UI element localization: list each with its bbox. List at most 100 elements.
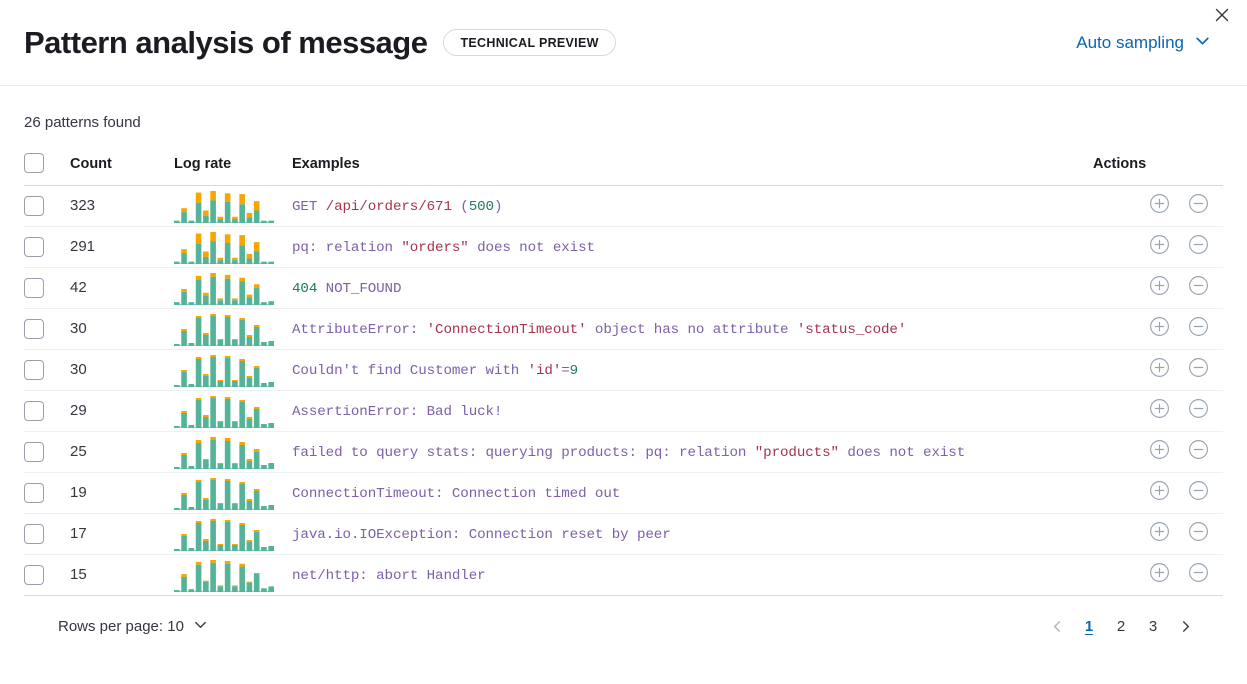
sampling-selector[interactable]: Auto sampling [1076,32,1223,54]
row-select-cell [24,308,70,350]
rows-per-page-selector[interactable]: Rows per page: 10 [58,617,208,636]
panel-header: Pattern analysis of message TECHNICAL PR… [0,0,1247,86]
plus-circle-icon[interactable] [1149,316,1170,342]
row-select-cell [24,513,70,555]
table-row[interactable]: 15 net/http: abort Handler [24,554,1223,596]
example-token: AttributeError: [292,322,427,338]
log-rate-sparkline [174,435,292,469]
actions-cell [1093,431,1223,473]
example-token: "products" [754,445,839,461]
actions-cell [1093,349,1223,391]
row-select-cell [24,267,70,309]
minus-circle-icon[interactable] [1188,562,1209,588]
example-token: object has no attribute [586,322,797,338]
chevron-right-icon[interactable] [1171,612,1199,640]
row-checkbox[interactable] [24,360,44,380]
minus-circle-icon[interactable] [1188,480,1209,506]
example-token: GET [292,199,326,215]
plus-circle-icon[interactable] [1149,562,1170,588]
count-cell: 29 [70,390,174,432]
patterns-found-count: 26 patterns found [24,114,141,131]
chevron-down-icon [1194,32,1211,54]
example-cell: 404 NOT_FOUND [292,267,1093,309]
column-header-count: Count [70,153,174,186]
pagination-page-3[interactable]: 3 [1148,617,1158,635]
table-row[interactable]: 323 GET /api/orders/671 (500) [24,185,1223,227]
chevron-left-icon[interactable] [1043,612,1071,640]
minus-circle-icon[interactable] [1188,521,1209,547]
row-select-cell [24,554,70,596]
count-value: 29 [70,402,87,419]
example-cell: net/http: abort Handler [292,554,1093,596]
row-checkbox[interactable] [24,237,44,257]
pagination-page-1[interactable]: 1 [1084,617,1094,635]
count-cell: 17 [70,513,174,555]
column-header-actions: Actions [1093,153,1223,186]
minus-circle-icon[interactable] [1188,275,1209,301]
example-cell: failed to query stats: querying products… [292,431,1093,473]
table-header-row: Count Log rate Examples Actions [24,153,1223,186]
example-text: failed to query stats: querying products… [292,445,965,461]
close-icon[interactable] [1209,2,1235,28]
log-rate-sparkline [174,476,292,510]
example-cell: Couldn't find Customer with 'id'=9 [292,349,1093,391]
pagination-page-2[interactable]: 2 [1116,617,1126,635]
log-rate-cell [174,554,292,596]
row-checkbox[interactable] [24,196,44,216]
minus-circle-icon[interactable] [1188,316,1209,342]
table-row[interactable]: 29 AssertionError: Bad luck! [24,390,1223,432]
plus-circle-icon[interactable] [1149,275,1170,301]
minus-circle-icon[interactable] [1188,193,1209,219]
plus-circle-icon[interactable] [1149,480,1170,506]
row-checkbox[interactable] [24,401,44,421]
page-title: Pattern analysis of message [24,24,428,60]
plus-circle-icon[interactable] [1149,439,1170,465]
plus-circle-icon[interactable] [1149,234,1170,260]
count-value: 25 [70,443,87,460]
row-checkbox[interactable] [24,319,44,339]
sampling-label: Auto sampling [1076,32,1184,52]
plus-circle-icon[interactable] [1149,521,1170,547]
plus-circle-icon[interactable] [1149,193,1170,219]
count-cell: 323 [70,185,174,227]
row-select-cell [24,226,70,268]
minus-circle-icon[interactable] [1188,439,1209,465]
minus-circle-icon[interactable] [1188,398,1209,424]
example-token: 'status_code' [796,322,907,338]
patterns-table: Count Log rate Examples Actions 323 GET /… [24,153,1223,596]
example-token: 'id' [527,363,562,379]
example-token: does not exist [838,445,966,461]
minus-circle-icon[interactable] [1188,234,1209,260]
example-token: pq: relation [292,240,402,256]
row-checkbox[interactable] [24,278,44,298]
column-header-log-rate: Log rate [174,153,292,186]
count-cell: 42 [70,267,174,309]
example-token: "orders" [401,240,469,256]
plus-circle-icon[interactable] [1149,357,1170,383]
actions-cell [1093,390,1223,432]
row-select-cell [24,185,70,227]
count-value: 15 [70,566,87,583]
example-token: failed to query stats: querying products… [292,445,755,461]
plus-circle-icon[interactable] [1149,398,1170,424]
example-cell: AssertionError: Bad luck! [292,390,1093,432]
table-row[interactable]: 42 404 NOT_FOUND [24,267,1223,309]
select-all-checkbox[interactable] [24,153,44,173]
table-row[interactable]: 25 failed to query stats: querying produc… [24,431,1223,473]
log-rate-sparkline [174,517,292,551]
minus-circle-icon[interactable] [1188,357,1209,383]
rows-per-page-label: Rows per page: 10 [58,617,184,635]
log-rate-sparkline [174,189,292,223]
row-checkbox[interactable] [24,442,44,462]
example-cell: GET /api/orders/671 (500) [292,185,1093,227]
example-token: ( [451,199,469,215]
row-checkbox[interactable] [24,524,44,544]
row-checkbox[interactable] [24,483,44,503]
row-checkbox[interactable] [24,565,44,585]
